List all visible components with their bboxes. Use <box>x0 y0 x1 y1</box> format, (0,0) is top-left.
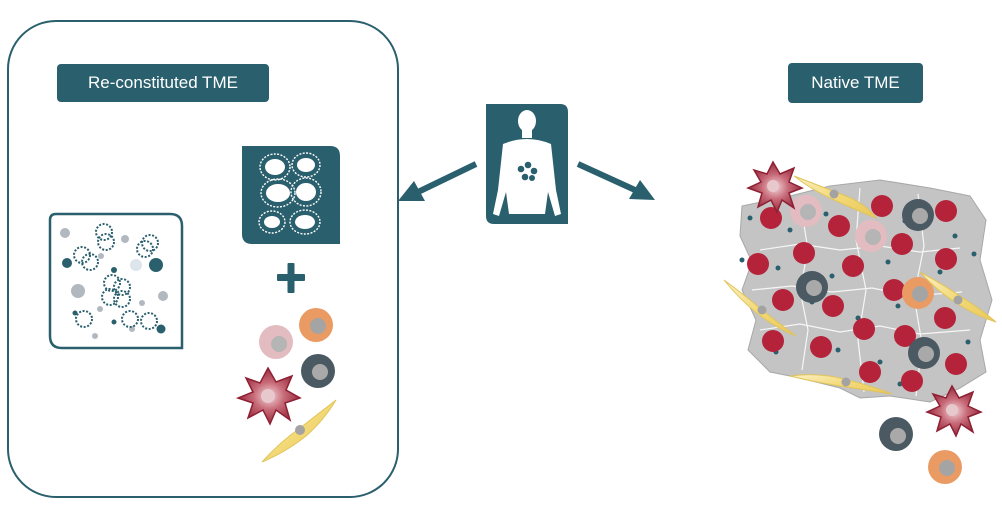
scaffold-matrix <box>48 212 184 350</box>
immune-cell-cluster-left <box>235 308 337 463</box>
gray-cell <box>301 354 335 388</box>
dendritic-cell <box>235 366 302 426</box>
native-tissue <box>723 160 997 484</box>
pink-cells-native <box>790 195 887 252</box>
scaffold-particles <box>60 228 168 339</box>
orange-cell-detached <box>928 450 962 484</box>
dendritic-cells-native <box>746 160 983 438</box>
gray-cell-detached <box>879 417 913 451</box>
orange-cell <box>299 308 333 342</box>
gray-cells-native <box>796 199 940 369</box>
reconstituted-tme-label: Re-constituted TME <box>57 64 269 102</box>
native-tme-label: Native TME <box>788 63 923 103</box>
human-torso-icon <box>486 104 568 224</box>
plus-icon <box>277 263 305 293</box>
pink-cell <box>259 325 293 359</box>
arrow-to-reconstituted <box>398 161 478 201</box>
fibroblast-cell <box>261 399 337 463</box>
orange-cell-native <box>902 277 934 309</box>
arrow-to-native <box>576 161 655 200</box>
tumor-cells <box>747 195 967 392</box>
organoid-icon <box>242 146 340 244</box>
reconstituted-panel-frame <box>7 20 399 498</box>
